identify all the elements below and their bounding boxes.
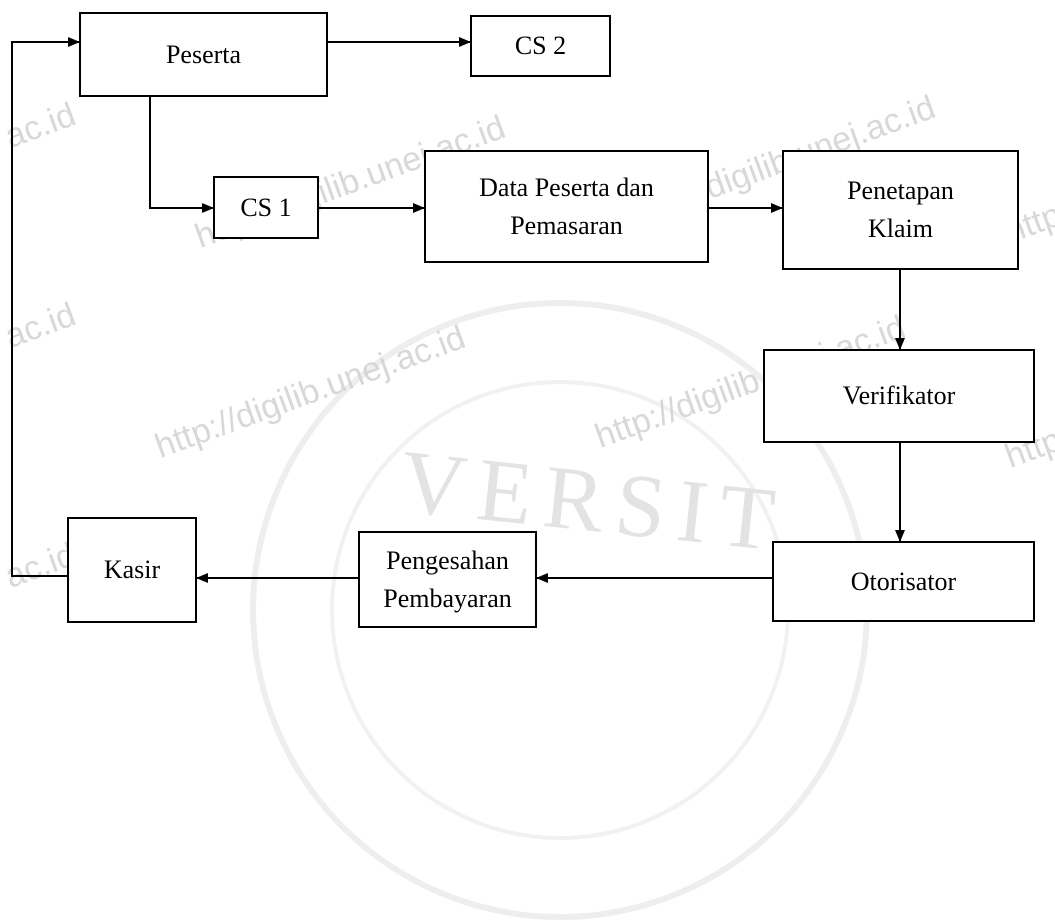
edge-kasir-peserta: [11, 37, 80, 577]
node-peserta: Peserta: [79, 12, 328, 97]
node-penetapan-klaim: Penetapan Klaim: [782, 150, 1019, 270]
node-cs1: CS 1: [213, 176, 319, 239]
node-pengesahan-pembayaran: Pengesahan Pembayaran: [358, 531, 537, 628]
node-verifikator: Verifikator: [763, 349, 1035, 443]
flow-diagram: VERSIT http://digilib.unej.ac.id http://…: [0, 12, 1055, 920]
connector-layer: [11, 37, 905, 583]
node-cs2: CS 2: [470, 15, 611, 77]
node-kasir: Kasir: [67, 517, 197, 623]
node-otorisator: Otorisator: [772, 541, 1035, 622]
node-data-peserta-pemasaran: Data Peserta dan Pemasaran: [424, 150, 709, 263]
edge-peserta-cs1: [149, 97, 214, 213]
